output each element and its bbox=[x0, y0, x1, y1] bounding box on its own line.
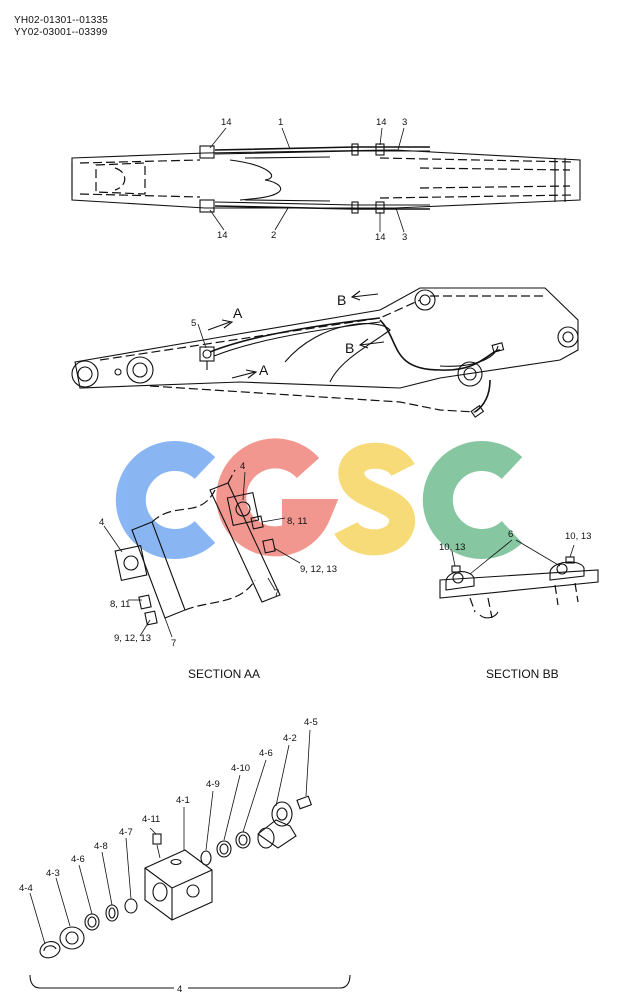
callout-top-14c: 14 bbox=[217, 230, 228, 241]
callout-4-6-right: 4-6 bbox=[259, 748, 273, 759]
section-marker-b-top: B bbox=[337, 292, 346, 308]
callout-bb-10-13-left: 10, 13 bbox=[439, 542, 465, 553]
callout-bb-6: 6 bbox=[508, 529, 513, 540]
callout-aa-7-left: 7 bbox=[171, 638, 176, 649]
callout-bb-10-13-right: 10, 13 bbox=[565, 531, 591, 542]
section-marker-a-top: A bbox=[233, 305, 243, 321]
section-aa-title: SECTION AA bbox=[188, 667, 260, 681]
callout-top-14b: 14 bbox=[376, 117, 387, 128]
callout-4-11: 4-11 bbox=[142, 814, 160, 825]
section-bb-drawing bbox=[439, 539, 599, 619]
callout-side-5: 5 bbox=[191, 318, 196, 329]
callout-4-6-left: 4-6 bbox=[71, 854, 85, 865]
section-marker-b-bottom: B bbox=[345, 340, 354, 356]
section-aa-drawing bbox=[103, 469, 301, 638]
detail-4-exploded bbox=[29, 729, 351, 989]
callout-4-1: 4-1 bbox=[176, 795, 190, 806]
callout-aa-7-right: 7 bbox=[274, 588, 279, 599]
callout-4-8: 4-8 bbox=[94, 841, 108, 852]
section-marker-a-bottom: A bbox=[259, 362, 269, 378]
callout-top-14d: 14 bbox=[375, 232, 386, 243]
callout-4-9: 4-9 bbox=[206, 779, 220, 790]
watermark-s bbox=[334, 442, 415, 556]
callout-aa-4-right: 4 bbox=[240, 461, 245, 472]
watermark-g bbox=[216, 438, 339, 557]
callout-4-3: 4-3 bbox=[46, 868, 60, 879]
callout-aa-9-12-13-left: 9, 12, 13 bbox=[114, 633, 151, 644]
callout-4-2: 4-2 bbox=[283, 733, 297, 744]
serial-range-2: YY02-03001--03399 bbox=[14, 27, 108, 38]
callout-top-3a: 3 bbox=[402, 117, 407, 128]
callout-4-4: 4-4 bbox=[19, 883, 33, 894]
callout-4-7: 4-7 bbox=[119, 827, 133, 838]
callout-aa-9-12-13-right: 9, 12, 13 bbox=[300, 564, 337, 575]
section-bb-title: SECTION BB bbox=[486, 667, 559, 681]
callout-top-3b: 3 bbox=[402, 232, 407, 243]
side-view-boom bbox=[71, 287, 579, 418]
serial-range-1: YH02-01301--01335 bbox=[14, 15, 109, 26]
top-view-boom bbox=[71, 127, 581, 233]
callout-4-10: 4-10 bbox=[231, 763, 250, 774]
watermark-c-2 bbox=[422, 441, 523, 559]
cgsc-watermark bbox=[115, 438, 523, 559]
callout-top-14a: 14 bbox=[221, 117, 232, 128]
callout-aa-4-left: 4 bbox=[99, 517, 104, 528]
callout-top-1: 1 bbox=[278, 117, 283, 128]
assembly-label-4: 4 bbox=[177, 984, 182, 995]
callout-aa-8-11-left: 8, 11 bbox=[110, 599, 130, 610]
assembly-label-bg bbox=[174, 983, 188, 995]
watermark-c-1 bbox=[115, 441, 216, 559]
callout-aa-8-11-right: 8, 11 bbox=[287, 516, 307, 527]
callout-4-5: 4-5 bbox=[304, 717, 318, 728]
callout-top-2: 2 bbox=[271, 230, 276, 241]
